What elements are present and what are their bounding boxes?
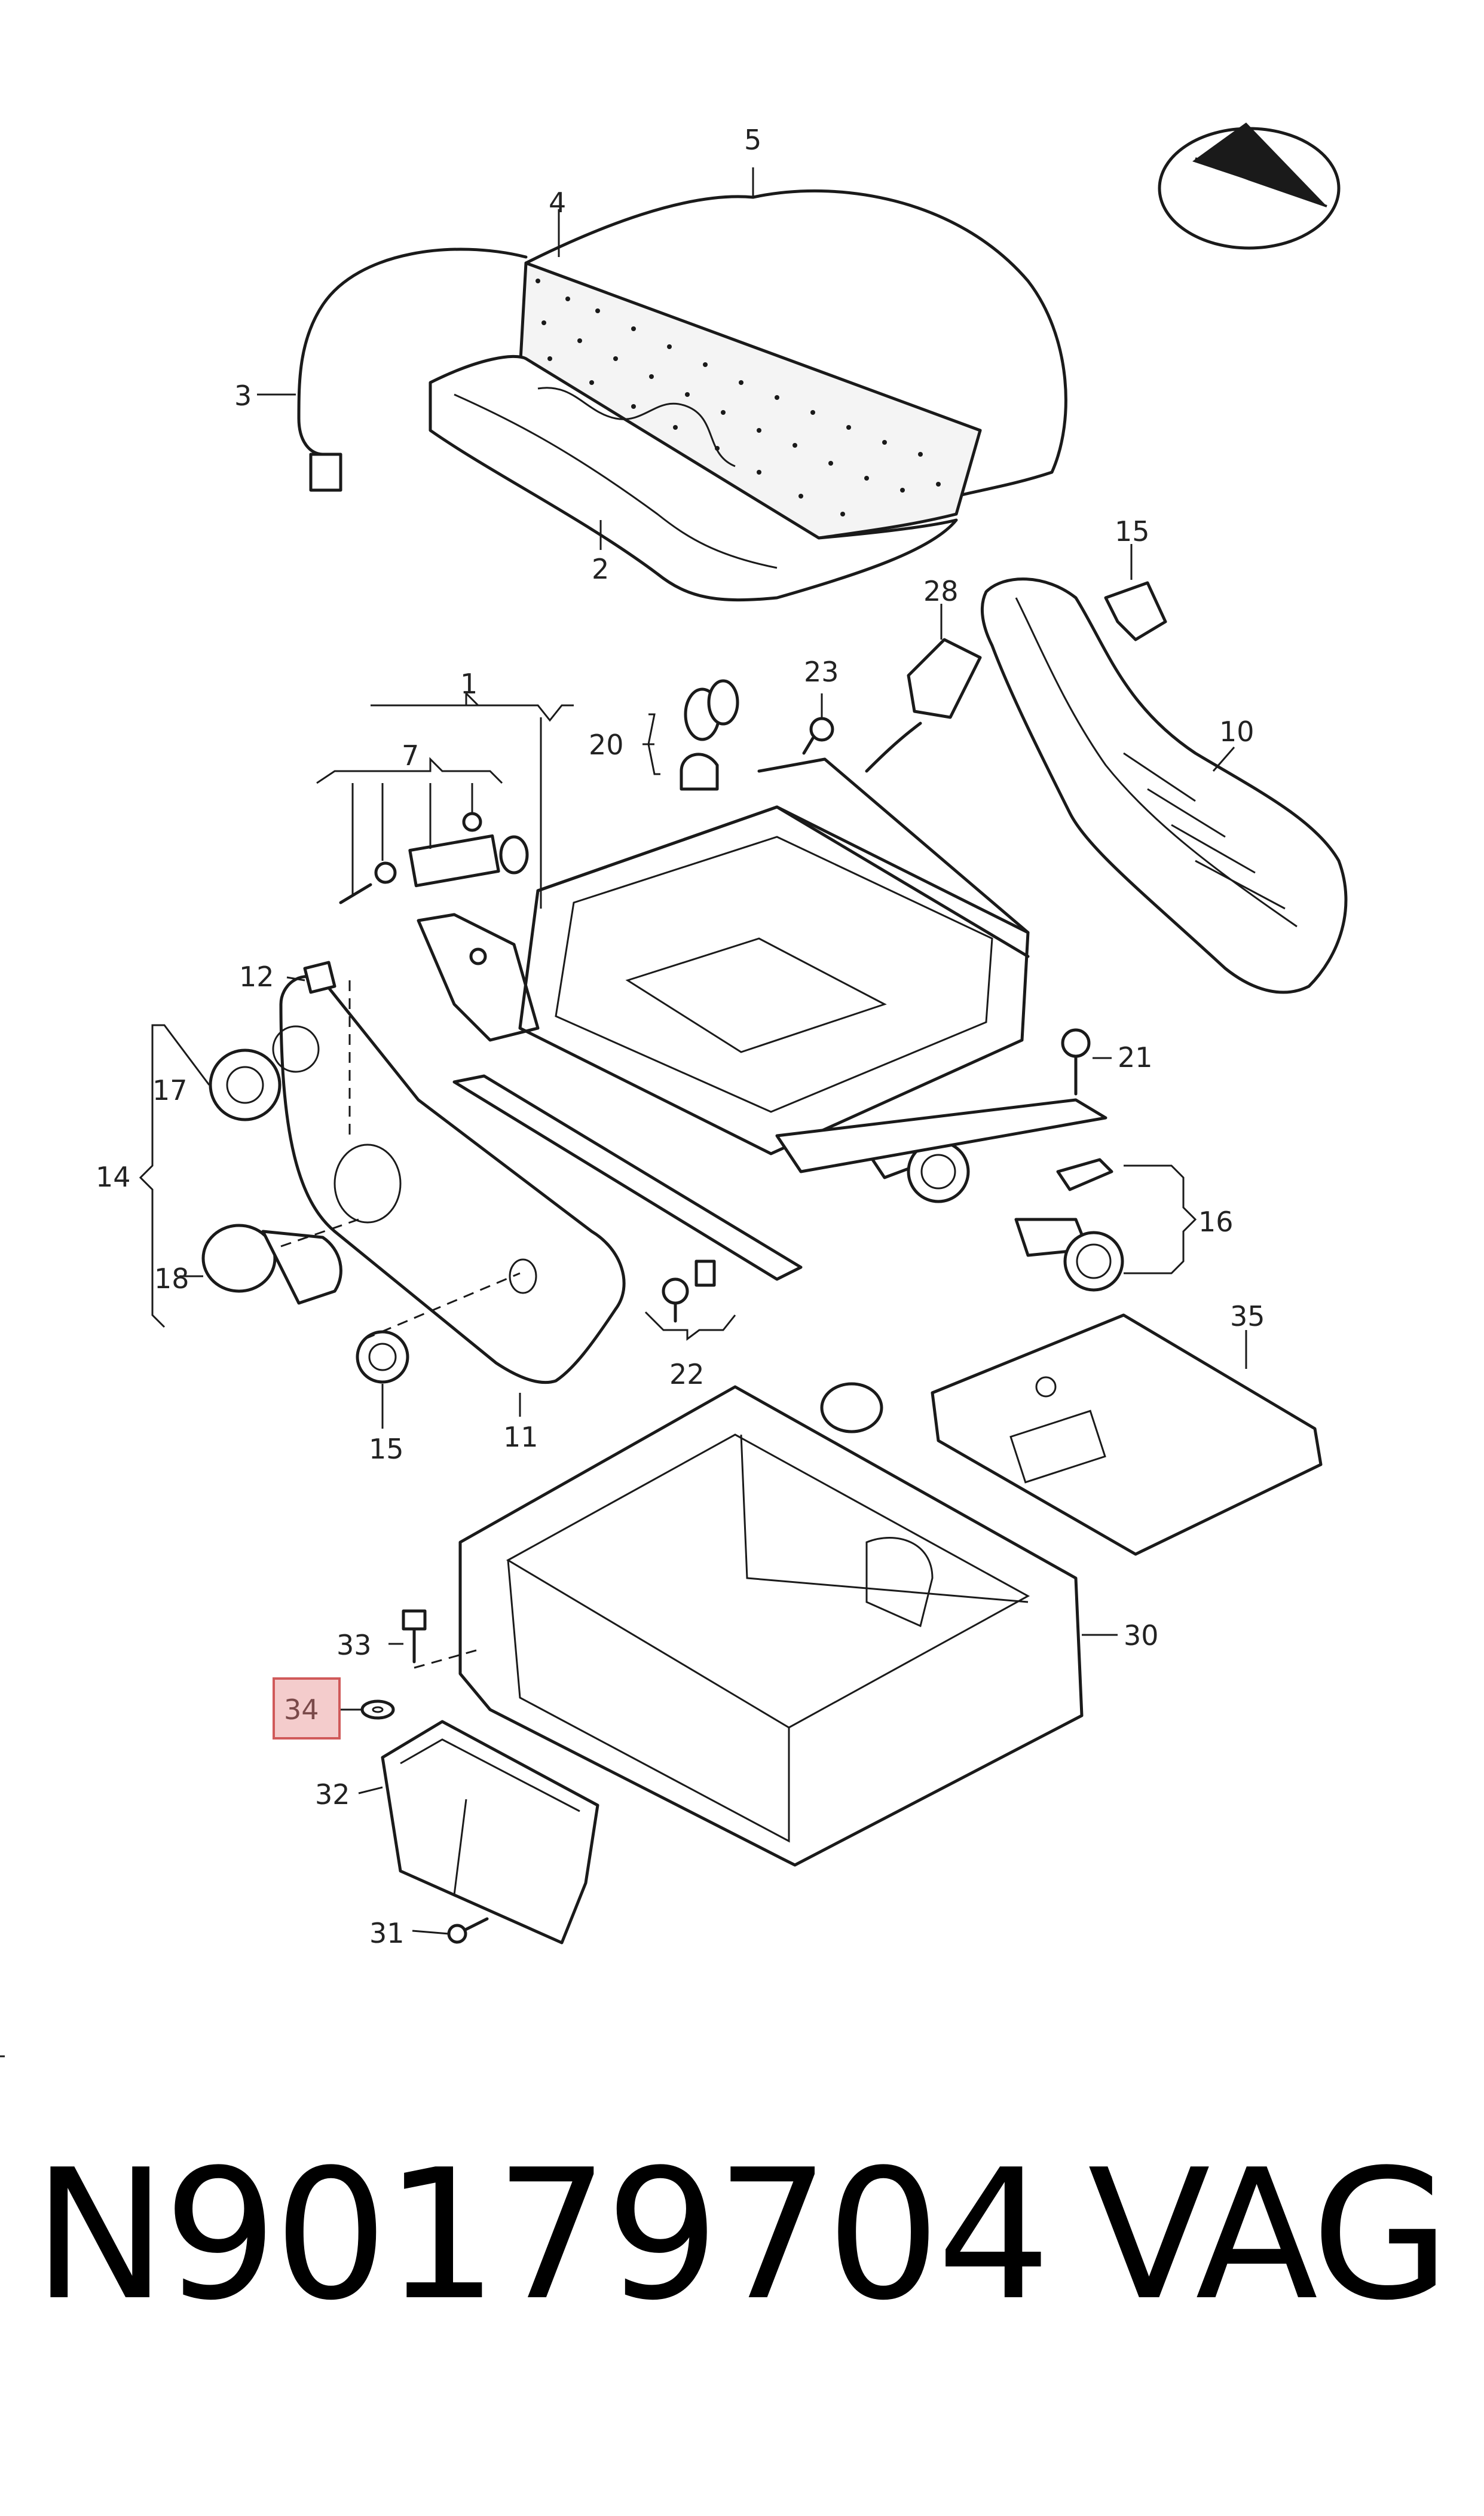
label-32: 32	[315, 1778, 350, 1811]
label-17: 17	[152, 1074, 188, 1106]
part-storage-tray	[381, 1720, 599, 1945]
leader-lines	[0, 167, 1247, 2058]
label-3: 3	[234, 380, 252, 412]
part-clip-top	[1104, 581, 1167, 641]
part-spring-cylinder	[339, 812, 529, 904]
part-base-plate	[931, 1313, 1323, 1556]
part-handle-18	[201, 1224, 342, 1305]
part-bushing-20	[680, 679, 739, 791]
part-bolt-33	[402, 1609, 427, 1664]
part-washer-34	[360, 1699, 395, 1720]
label-33: 33	[336, 1629, 372, 1661]
part-belt-buckle	[865, 638, 982, 773]
label-14: 14	[96, 1161, 131, 1193]
label-15-bottom: 15	[369, 1433, 404, 1465]
label-1: 1	[460, 668, 478, 700]
part-seat-pan	[429, 354, 958, 602]
label-23: 23	[804, 656, 839, 688]
part-screw-21	[1061, 1028, 1091, 1096]
orientation-compass-icon	[1158, 123, 1341, 250]
part-seat-rails	[452, 1074, 1107, 1281]
part-side-trim	[980, 577, 1348, 994]
part-cap-12	[303, 961, 336, 994]
label-18: 18	[154, 1262, 189, 1295]
assembly-dashed-lines	[280, 980, 521, 1669]
footer: N90179704 VAG	[0, 2128, 1484, 2343]
label-22: 22	[669, 1358, 705, 1390]
brand-name: VAG	[1088, 2131, 1450, 2340]
part-side-panel	[279, 975, 626, 1384]
part-heating-cable	[297, 247, 528, 492]
label-15-top: 15	[1115, 515, 1150, 548]
label-30: 30	[1124, 1619, 1159, 1652]
part-screw-31	[447, 1917, 489, 1944]
highlight-box-34	[273, 1677, 341, 1740]
label-10: 10	[1219, 716, 1254, 748]
label-35: 35	[1230, 1300, 1265, 1332]
part-seat-frame	[417, 757, 1030, 1155]
label-16: 16	[1198, 1206, 1234, 1238]
part-screw-nut-22	[662, 1259, 716, 1323]
part-storage-housing	[458, 1382, 1084, 1867]
callout-labels: 5 4 3 2 15 28 10 23 20 1 7 12 21 14 17 1…	[96, 124, 1265, 1949]
label-4: 4	[549, 187, 566, 219]
label-12: 12	[239, 961, 274, 993]
label-34: 34	[284, 1693, 319, 1726]
label-28: 28	[923, 575, 959, 607]
part-bolt-23	[802, 717, 834, 755]
part-adjustment-knob-16	[1014, 1158, 1124, 1292]
part-knob-17	[209, 1025, 320, 1121]
label-21: 21	[1118, 1041, 1153, 1074]
label-2: 2	[592, 553, 609, 585]
label-7: 7	[402, 739, 419, 772]
part-number: N90179704	[33, 2131, 1051, 2340]
label-20: 20	[589, 729, 624, 761]
label-31: 31	[369, 1917, 405, 1949]
label-11: 11	[503, 1421, 538, 1453]
label-5: 5	[744, 124, 761, 156]
